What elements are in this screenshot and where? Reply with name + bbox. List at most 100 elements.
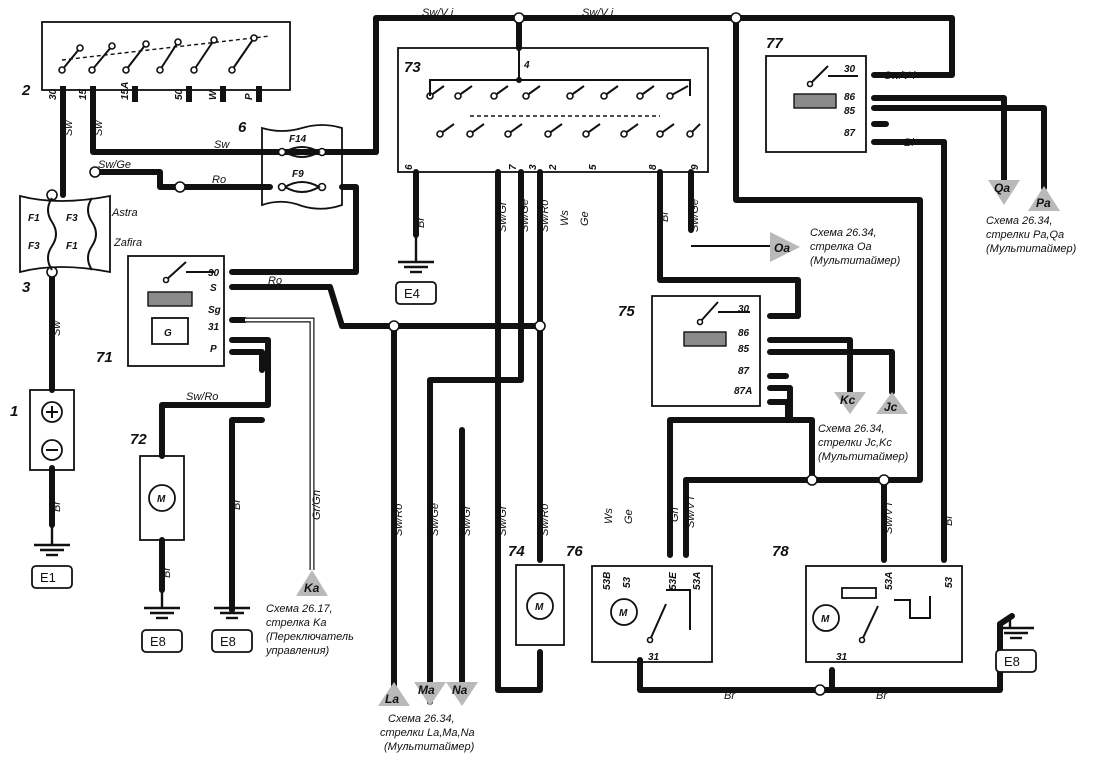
motor-76-pin-53: 53	[622, 576, 633, 588]
switch-pin-w: W	[208, 89, 219, 100]
wire-label-swro-73: Sw/Ro	[539, 200, 551, 232]
fuse-f1-bottom: F1	[66, 241, 78, 252]
wire-label-swge: Sw/Ge	[98, 159, 131, 171]
ground-e4-label: E4	[404, 286, 420, 301]
arrow-ka: Ka	[296, 570, 328, 596]
component-number-6: 6	[238, 119, 247, 136]
relay-75-pin-86: 86	[738, 328, 750, 339]
note-ka: Схема 26.17, стрелка Ka (Переключатель у…	[265, 603, 354, 657]
component-number-2: 2	[21, 82, 31, 99]
note-pa-qa: Схема 26.34, стрелки Pa,Qa (Мультитаймер…	[986, 215, 1077, 255]
ground-e4: E4	[395, 235, 437, 305]
note-la-ma-na-line-3: (Мультитаймер)	[384, 741, 475, 753]
wire-label-bl-77: Bl	[904, 137, 914, 149]
switch-pin-15a: 15A	[120, 82, 131, 100]
motor-76-pin-53b: 53B	[602, 572, 613, 590]
module-73-pin-5: 5	[588, 164, 599, 170]
relay-77: 30 86 85 87 77	[765, 35, 867, 153]
fuse-f14-label: F14	[289, 134, 307, 145]
variant-zafira: Zafira	[113, 237, 142, 249]
component-number-72: 72	[130, 431, 147, 448]
wire-label-ro-71: Ro	[268, 275, 282, 287]
wire-label-swge-ma: Sw/Ge	[429, 503, 441, 536]
note-ka-line-3: (Переключатель	[266, 631, 354, 643]
note-oa-line-3: (Мультитаймер)	[810, 255, 901, 267]
wire-label-swgr-73: Sw/Gr	[497, 200, 509, 232]
relay-75-pin-87a: 87A	[734, 386, 752, 397]
junction-dots	[46, 12, 890, 696]
note-jc-kc-line-3: (Мультитаймер)	[818, 451, 909, 463]
wire-label-swro-la: Sw/Ro	[393, 504, 405, 536]
wire-label-swvi-77: Sw/V i	[884, 70, 916, 82]
note-oa-line-1: Схема 26.34,	[810, 227, 877, 239]
arrow-la: La	[378, 682, 410, 706]
note-la-ma-na-line-1: Схема 26.34,	[388, 713, 455, 725]
relay-75-pin-87: 87	[738, 366, 750, 377]
relay-75: 30 86 85 87 87A 75	[618, 295, 761, 407]
ground-e8-label-3: E8	[1004, 654, 1020, 669]
relay-71-g-label: G	[164, 328, 172, 339]
wire-label-br-78: Br	[876, 690, 888, 702]
component-number-1: 1	[10, 403, 18, 420]
motor-76-pin-53e: 53E	[668, 572, 679, 590]
wire-label-swro-74: Sw/Ro	[539, 504, 551, 536]
wire-label-sw-f14: Sw	[214, 139, 230, 151]
motor-74: M 74	[508, 543, 565, 646]
module-73-pin-3: 3	[528, 164, 539, 170]
fuse-box: F14 F9 6	[238, 119, 343, 210]
relay-75-pin-30: 30	[738, 304, 750, 315]
relay-71-pin-sg: Sg	[208, 305, 221, 316]
note-ka-line-2: стрелка Ka	[266, 617, 326, 629]
wire-label-ws-76: Ws	[603, 508, 615, 524]
module-73-pin-6: 6	[404, 164, 415, 170]
note-jc-kc: Схема 26.34, стрелки Jc,Kc (Мультитаймер…	[818, 423, 909, 463]
motor-78-m: M	[821, 614, 830, 625]
arrow-pa-label: Pa	[1036, 196, 1051, 210]
ground-e1-label: E1	[40, 570, 56, 585]
motor-76-m: M	[619, 608, 628, 619]
wire-label-ro-f9: Ro	[212, 174, 226, 186]
note-ka-line-1: Схема 26.17,	[266, 603, 333, 615]
thin-wires	[245, 172, 626, 570]
wire-label-sw-battery: Sw	[51, 320, 63, 336]
motor-78-pin-53: 53	[944, 576, 955, 588]
relay-71: G 30 S Sg 31 P 71	[96, 255, 225, 367]
arrow-na-label: Na	[452, 683, 468, 697]
component-number-74: 74	[508, 543, 525, 560]
wire-label-br-76: Br	[724, 690, 736, 702]
component-number-73: 73	[404, 59, 421, 76]
ground-e8-relay-71: E8	[211, 606, 253, 653]
motor-72: M 72	[130, 431, 185, 541]
wire-label-swge-73-9: Sw/Ge	[689, 199, 701, 232]
switch-pin-p: P	[244, 93, 255, 100]
motor-74-m: M	[535, 602, 544, 613]
motor-78-pin-31: 31	[836, 652, 848, 663]
relay-77-pin-87: 87	[844, 128, 856, 139]
switch-pin-50: 50	[174, 88, 185, 100]
ignition-switch: 30 15 15A 50 W P 2	[21, 21, 291, 102]
motor-76-pin-53a: 53A	[692, 572, 703, 590]
ground-e8-right: E8	[995, 613, 1037, 673]
note-oa: Схема 26.34, стрелка Oa (Мультитаймер)	[810, 227, 901, 267]
wire-label-ge-73: Ge	[579, 211, 591, 226]
module-73-pin-2: 2	[548, 164, 559, 171]
module-73-pin-9: 9	[690, 164, 701, 170]
relay-71-pin-p: P	[210, 344, 217, 355]
module-73: 4 6 7 3 2 5 8 9 73	[397, 47, 709, 173]
relay-77-pin-85: 85	[844, 106, 856, 117]
arrow-la-label: La	[385, 692, 399, 706]
note-jc-kc-line-2: стрелки Jc,Kc	[818, 437, 892, 449]
battery: 1	[10, 389, 75, 471]
fuse-f1-top: F1	[28, 213, 40, 224]
fuse-f3-bottom: F3	[28, 241, 40, 252]
wire-label-sw-30: Sw	[63, 120, 75, 136]
ground-e1: E1	[31, 525, 73, 589]
note-pa-qa-line-3: (Мультитаймер)	[986, 243, 1077, 255]
wire-label-swgr-na: Sw/Gr	[461, 504, 473, 536]
ground-e8-motor-72: E8	[141, 590, 183, 653]
fuse-f9-label: F9	[292, 169, 304, 180]
motor-72-m: M	[157, 494, 166, 505]
arrow-oa-label: Oa	[774, 241, 790, 255]
motor-76: M 53B 53 53E 53A 31 76	[566, 543, 713, 663]
